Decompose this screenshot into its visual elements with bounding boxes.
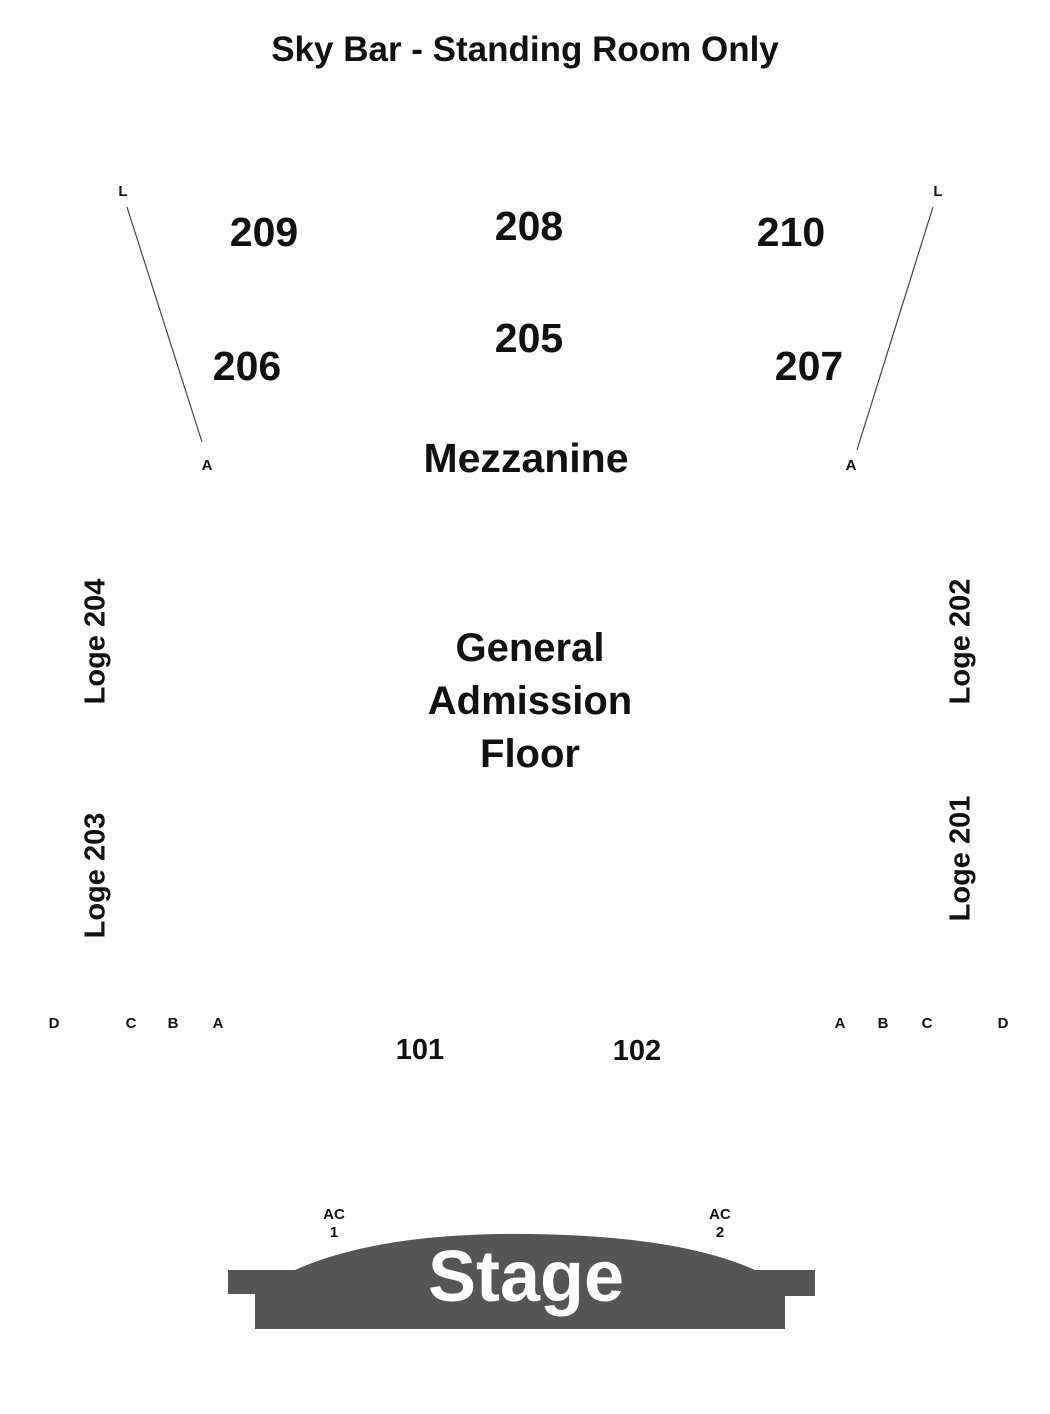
section-205[interactable]: 205 — [494, 315, 564, 361]
section-101[interactable]: 101 — [395, 1034, 445, 1066]
mezzanine-left-aisle-line — [126, 206, 203, 443]
floor-row-right-b: B — [877, 1015, 889, 1032]
ac2-label: AC — [709, 1206, 731, 1223]
loge-201[interactable]: Loge 201 — [944, 795, 977, 922]
ga-line-2: Admission — [427, 679, 633, 723]
section-210[interactable]: 210 — [756, 209, 826, 255]
ac1-number: 1 — [329, 1224, 339, 1241]
floor-row-right-c: C — [921, 1015, 933, 1032]
loge-203[interactable]: Loge 203 — [79, 812, 112, 939]
accessible-seating-2[interactable]: AC 2 — [709, 1206, 731, 1242]
loge-204[interactable]: Loge 204 — [79, 578, 112, 705]
loge-202[interactable]: Loge 202 — [944, 578, 977, 705]
row-marker-bottom-left: A — [201, 457, 213, 474]
ac2-number: 2 — [715, 1224, 725, 1241]
section-102[interactable]: 102 — [612, 1035, 662, 1067]
floor-row-right-d: D — [997, 1015, 1009, 1032]
section-208[interactable]: 208 — [494, 203, 564, 249]
page-title: Sky Bar - Standing Room Only — [271, 30, 779, 69]
row-marker-top-left: L — [118, 183, 128, 200]
row-marker-top-right: L — [933, 183, 943, 200]
floor-row-right-a: A — [834, 1015, 846, 1032]
accessible-seating-1[interactable]: AC 1 — [323, 1206, 345, 1242]
mezzanine-label: Mezzanine — [423, 435, 629, 481]
floor-row-left-d: D — [48, 1015, 60, 1032]
general-admission-floor[interactable]: General Admission Floor — [428, 622, 632, 781]
ga-line-1: General — [455, 626, 605, 670]
floor-row-left-a: A — [212, 1015, 224, 1032]
floor-row-left-c: C — [125, 1015, 137, 1032]
stage-shape[interactable] — [228, 1233, 815, 1329]
floor-row-left-b: B — [167, 1015, 179, 1032]
ga-line-3: Floor — [480, 732, 580, 776]
section-206[interactable]: 206 — [212, 343, 282, 389]
mezzanine-right-aisle-line — [856, 206, 934, 451]
row-marker-bottom-right: A — [845, 457, 857, 474]
ac1-label: AC — [323, 1206, 345, 1223]
stage-label: Stage — [427, 1237, 625, 1317]
section-207[interactable]: 207 — [774, 343, 844, 389]
section-209[interactable]: 209 — [229, 209, 299, 255]
